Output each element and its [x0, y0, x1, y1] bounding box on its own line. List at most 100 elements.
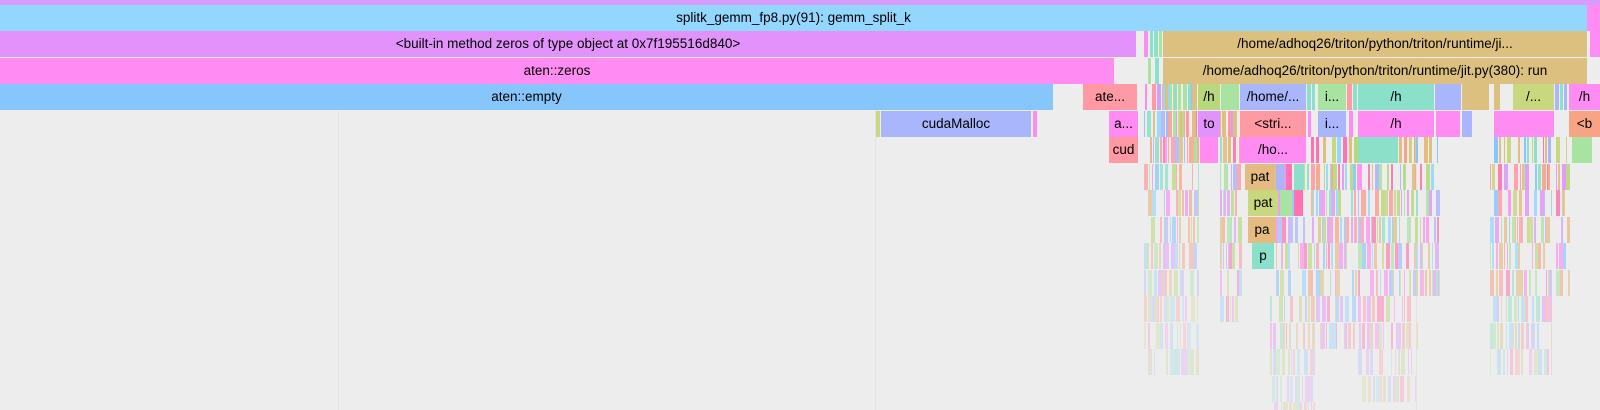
- flame-frame[interactable]: [1114, 57, 1139, 84]
- flame-frame[interactable]: [1231, 163, 1232, 190]
- flame-frame-labeled[interactable]: /home/adhoq26/triton/python/triton/runti…: [1163, 31, 1587, 57]
- flame-frame[interactable]: [1559, 243, 1563, 269]
- flame-frame[interactable]: [1514, 163, 1518, 190]
- flame-frame[interactable]: [1170, 84, 1172, 110]
- flame-frame[interactable]: [1398, 349, 1399, 375]
- flame-frame[interactable]: [1303, 163, 1305, 190]
- flame-frame[interactable]: [1279, 296, 1283, 322]
- flame-frame-labeled[interactable]: <stri...: [1240, 110, 1306, 137]
- flame-frame[interactable]: [1291, 349, 1292, 375]
- flame-frame[interactable]: [1196, 349, 1199, 375]
- flame-frame[interactable]: [1328, 243, 1330, 269]
- flame-frame[interactable]: [1354, 216, 1357, 243]
- flame-frame[interactable]: [1347, 84, 1352, 110]
- flame-frame[interactable]: [1335, 296, 1336, 322]
- flame-frame[interactable]: [1179, 216, 1181, 243]
- flame-frame[interactable]: [1139, 57, 1144, 84]
- flame-frame[interactable]: [1280, 322, 1283, 349]
- flame-frame[interactable]: [1332, 137, 1336, 163]
- flame-frame[interactable]: [1290, 375, 1293, 402]
- flame-frame[interactable]: [1179, 243, 1180, 269]
- flame-frame[interactable]: [1545, 216, 1546, 243]
- flame-frame[interactable]: [1311, 190, 1313, 216]
- flame-frame[interactable]: [1316, 269, 1320, 296]
- flame-frame[interactable]: [1403, 163, 1406, 190]
- flame-frame[interactable]: [1429, 269, 1431, 296]
- flame-frame[interactable]: [1148, 296, 1149, 322]
- flame-frame[interactable]: [1178, 110, 1180, 137]
- flame-frame[interactable]: [1180, 110, 1182, 137]
- flame-frame[interactable]: [1373, 375, 1375, 402]
- flame-frame[interactable]: [1566, 163, 1570, 190]
- flame-frame[interactable]: [1175, 137, 1179, 163]
- flame-frame[interactable]: [1330, 269, 1331, 296]
- flame-frame[interactable]: [1180, 322, 1181, 349]
- flame-frame-labeled[interactable]: /home/adhoq26/triton/python/triton/runti…: [1163, 57, 1587, 84]
- flame-frame[interactable]: [1157, 110, 1161, 137]
- flame-frame[interactable]: [1237, 163, 1241, 190]
- flame-frame[interactable]: [1172, 216, 1176, 243]
- flame-frame[interactable]: [1180, 269, 1184, 296]
- flame-frame[interactable]: [1326, 163, 1328, 190]
- flame-frame[interactable]: [1182, 190, 1184, 216]
- flame-frame[interactable]: [1151, 216, 1155, 243]
- flame-frame[interactable]: [1490, 322, 1493, 349]
- flame-frame[interactable]: [1546, 269, 1547, 296]
- flame-frame[interactable]: [1160, 216, 1162, 243]
- flame-frame[interactable]: [1544, 190, 1545, 216]
- flame-frame[interactable]: [1283, 322, 1285, 349]
- flame-frame[interactable]: [1323, 243, 1325, 269]
- flame-frame[interactable]: [1358, 269, 1360, 296]
- flame-frame[interactable]: [1318, 216, 1321, 243]
- flame-frame[interactable]: [1170, 296, 1171, 322]
- flame-frame[interactable]: [1561, 216, 1563, 243]
- flame-frame[interactable]: [1392, 216, 1393, 243]
- flame-frame[interactable]: [1358, 163, 1362, 190]
- flame-frame[interactable]: [1136, 31, 1144, 57]
- flame-frame[interactable]: [1194, 190, 1198, 216]
- flame-frame[interactable]: [1400, 269, 1401, 296]
- flame-frame[interactable]: [1196, 322, 1199, 349]
- flame-frame[interactable]: [1151, 243, 1153, 269]
- flame-frame[interactable]: [1551, 269, 1552, 296]
- flame-frame[interactable]: [1404, 190, 1405, 216]
- flame-frame[interactable]: [1370, 269, 1374, 296]
- flame-frame[interactable]: [1380, 375, 1382, 402]
- flame-frame[interactable]: [1497, 349, 1501, 375]
- flame-frame[interactable]: [1551, 322, 1552, 349]
- flame-frame[interactable]: [1492, 243, 1494, 269]
- flame-frame[interactable]: [1221, 84, 1239, 110]
- flame-frame[interactable]: [1227, 190, 1230, 216]
- flame-frame[interactable]: [1290, 296, 1293, 322]
- flame-frame[interactable]: [1231, 110, 1234, 137]
- flame-frame[interactable]: [1184, 110, 1185, 137]
- flame-frame-labeled[interactable]: splitk_gemm_fp8.py(91): gemm_split_k: [0, 4, 1587, 31]
- flame-frame[interactable]: [1171, 137, 1175, 163]
- flame-frame[interactable]: [1220, 216, 1223, 243]
- flame-frame[interactable]: [1302, 269, 1306, 296]
- flame-frame[interactable]: [1383, 375, 1386, 402]
- flame-frame[interactable]: [1233, 163, 1237, 190]
- flame-frame[interactable]: [1357, 163, 1358, 190]
- flame-frame[interactable]: [1525, 296, 1526, 322]
- flame-frame[interactable]: [1298, 243, 1299, 269]
- flame-frame[interactable]: [1192, 163, 1193, 190]
- flame-frame[interactable]: [1343, 137, 1347, 163]
- flame-frame[interactable]: [1547, 163, 1548, 190]
- flame-frame[interactable]: [1524, 269, 1527, 296]
- flame-frame[interactable]: [1188, 349, 1191, 375]
- flame-frame[interactable]: [1144, 269, 1146, 296]
- flame-frame[interactable]: [1522, 296, 1525, 322]
- flame-frame[interactable]: [1185, 349, 1188, 375]
- flame-frame[interactable]: [1382, 216, 1385, 243]
- flame-frame[interactable]: [1350, 163, 1353, 190]
- flame-frame[interactable]: [1508, 296, 1512, 322]
- flame-frame[interactable]: [1377, 296, 1380, 322]
- flame-frame[interactable]: [1521, 349, 1523, 375]
- flame-frame[interactable]: [1411, 190, 1412, 216]
- flame-frame[interactable]: [1490, 163, 1491, 190]
- flame-frame[interactable]: [1295, 216, 1298, 243]
- flame-frame[interactable]: [1151, 296, 1155, 322]
- flame-frame[interactable]: [1305, 296, 1307, 322]
- flame-frame[interactable]: [1336, 269, 1340, 296]
